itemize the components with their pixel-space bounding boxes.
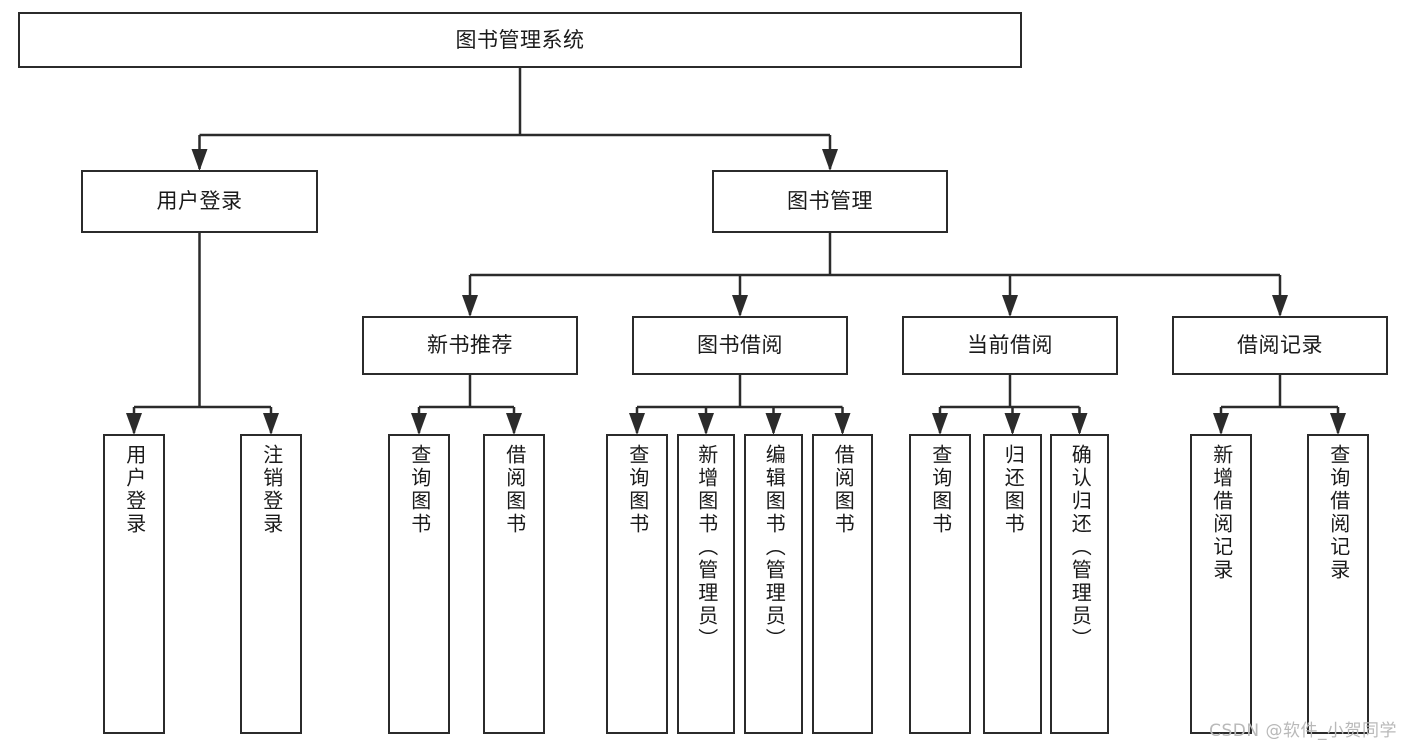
node-label: 查询图书 — [928, 444, 953, 536]
node-label: 归还图书 — [1001, 444, 1026, 536]
arrow-head-icon — [1004, 413, 1021, 435]
node-label: 查询图书 — [625, 444, 650, 536]
arrow-head-icon — [698, 413, 714, 435]
arrow-head-icon — [462, 295, 478, 317]
node-leaf-confirm-return[interactable]: 确认归还（管理员） — [1050, 434, 1109, 734]
arrow-head-icon — [126, 413, 142, 435]
node-label: 新增借阅记录 — [1209, 444, 1234, 582]
arrow-head-icon — [1002, 295, 1018, 317]
node-label: 借阅记录 — [1237, 333, 1323, 358]
node-label: 新增图书（管理员） — [694, 444, 719, 651]
node-leaf-add-record[interactable]: 新增借阅记录 — [1190, 434, 1252, 734]
node-leaf-user-login[interactable]: 用户登录 — [103, 434, 165, 734]
node-root[interactable]: 图书管理系统 — [18, 12, 1022, 68]
node-label: 查询图书 — [407, 444, 432, 536]
node-label: 图书管理系统 — [455, 27, 585, 52]
node-label: 查询借阅记录 — [1326, 444, 1351, 582]
node-leaf-add-book[interactable]: 新增图书（管理员） — [677, 434, 735, 734]
node-label: 借阅图书 — [831, 444, 856, 536]
node-current-borrow[interactable]: 当前借阅 — [902, 316, 1118, 375]
arrow-head-icon — [191, 149, 208, 171]
node-leaf-edit-book[interactable]: 编辑图书（管理员） — [744, 434, 803, 734]
node-leaf-borrow-book-2[interactable]: 借阅图书 — [812, 434, 873, 734]
node-user-login[interactable]: 用户登录 — [81, 170, 318, 233]
watermark-label: CSDN @软件_小贺同学 — [1209, 721, 1397, 741]
arrow-head-icon — [1071, 413, 1088, 435]
node-label: 用户登录 — [156, 189, 243, 214]
arrow-head-icon — [822, 149, 838, 171]
node-new-book-rec[interactable]: 新书推荐 — [362, 316, 578, 375]
node-leaf-user-logout[interactable]: 注销登录 — [240, 434, 302, 734]
node-label: 新书推荐 — [427, 333, 513, 358]
arrow-head-icon — [411, 413, 427, 435]
arrow-head-icon — [932, 413, 948, 435]
node-leaf-query-book-1[interactable]: 查询图书 — [388, 434, 450, 734]
arrow-head-icon — [1330, 413, 1346, 435]
node-leaf-borrow-book-1[interactable]: 借阅图书 — [483, 434, 545, 734]
arrow-head-icon — [1213, 413, 1229, 435]
node-book-borrow[interactable]: 图书借阅 — [632, 316, 848, 375]
node-borrow-record[interactable]: 借阅记录 — [1172, 316, 1388, 375]
arrow-head-icon — [263, 413, 279, 435]
node-leaf-query-book-2[interactable]: 查询图书 — [606, 434, 668, 734]
arrow-head-icon — [1272, 295, 1288, 317]
node-label: 图书管理 — [787, 189, 873, 214]
node-label: 确认归还（管理员） — [1068, 444, 1093, 651]
arrow-head-icon — [506, 413, 522, 435]
node-leaf-query-record[interactable]: 查询借阅记录 — [1307, 434, 1369, 734]
node-label: 当前借阅 — [967, 333, 1053, 358]
node-label: 借阅图书 — [502, 444, 527, 536]
node-leaf-return-book[interactable]: 归还图书 — [983, 434, 1042, 734]
node-label: 用户登录 — [122, 444, 147, 536]
arrow-head-icon — [629, 413, 645, 435]
arrow-head-icon — [732, 295, 748, 317]
node-label: 编辑图书（管理员） — [762, 444, 787, 651]
node-label: 图书借阅 — [697, 333, 783, 358]
node-label: 注销登录 — [259, 444, 284, 536]
node-leaf-query-book-3[interactable]: 查询图书 — [909, 434, 971, 734]
arrow-head-icon — [765, 413, 782, 435]
node-book-manage[interactable]: 图书管理 — [712, 170, 948, 233]
arrow-head-icon — [834, 413, 851, 435]
